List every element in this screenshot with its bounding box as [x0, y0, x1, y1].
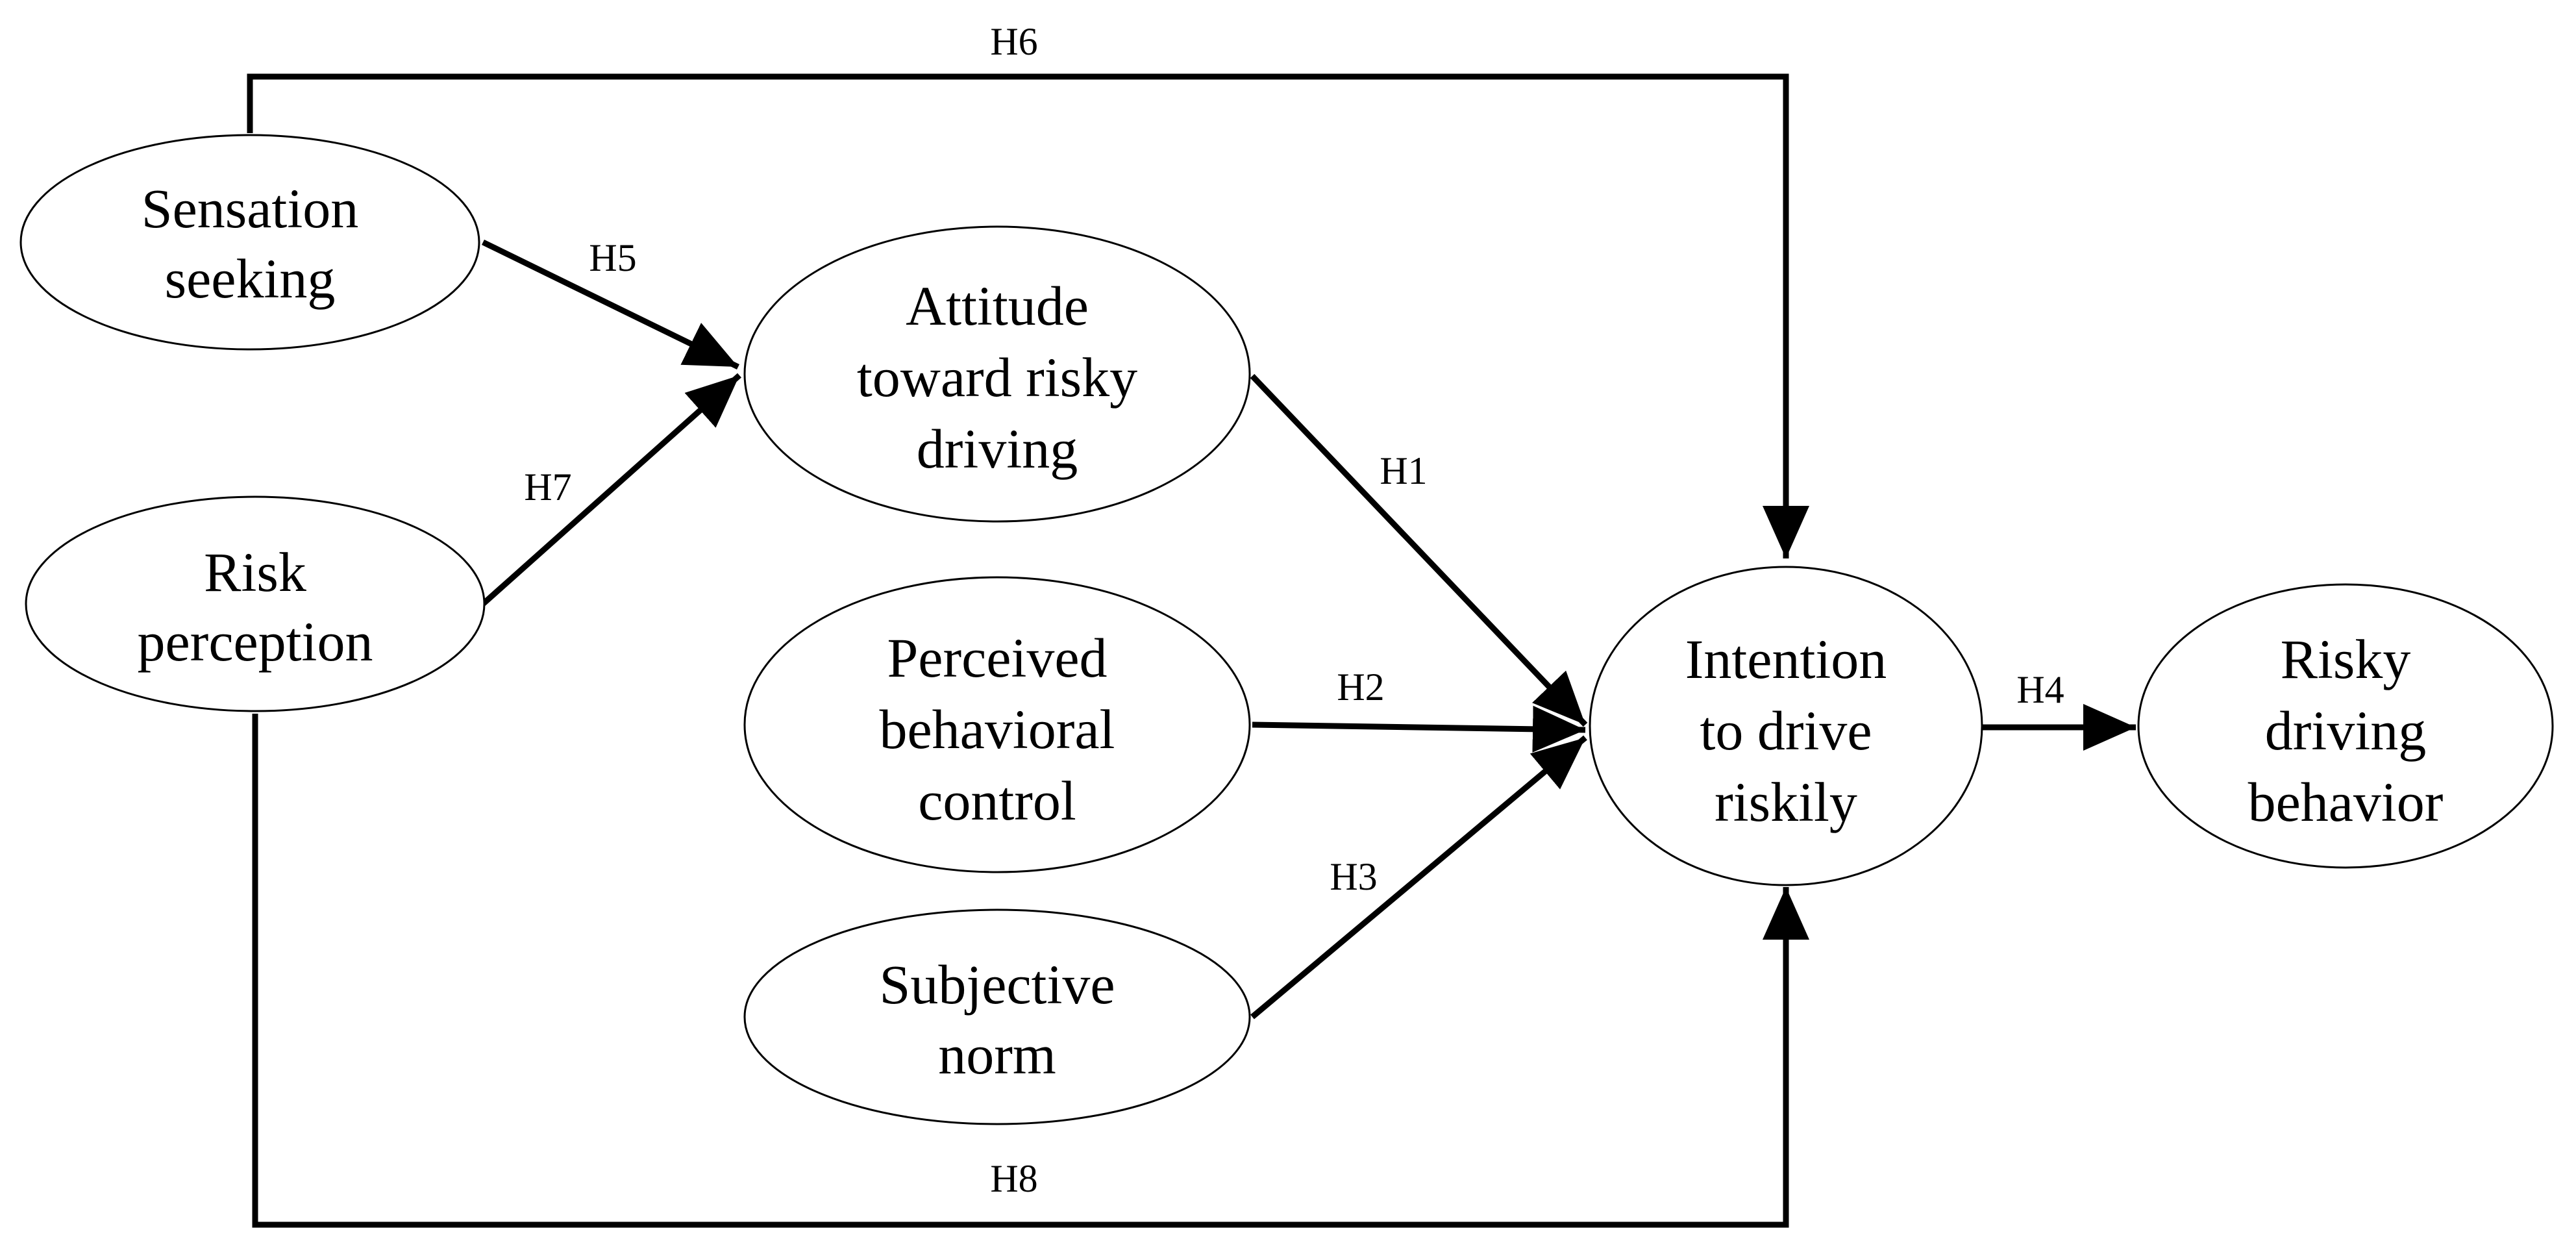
node-behavior-line-2: driving [2265, 699, 2426, 762]
node-intention-line-1: Intention [1685, 628, 1887, 690]
node-intention-line-3: riskily [1715, 771, 1857, 833]
node-pbc-line-3: control [918, 770, 1076, 832]
node-attitude-line-3: driving [917, 418, 1078, 480]
edge-label-h5: H5 [589, 236, 636, 279]
edge-label-h4: H4 [2016, 668, 2064, 711]
node-sensation-seeking-line-1: Sensation [142, 177, 358, 240]
node-subjective-norm-line-1: Subjective [879, 953, 1115, 1016]
node-intention: Intention to drive riskily [1589, 566, 1983, 886]
edge-h1-arrow [1250, 373, 1588, 727]
edge-h8-arrow [252, 714, 1809, 1228]
edge-h3-arrow [1250, 735, 1587, 1020]
node-sensation-seeking-line-2: seeking [165, 247, 336, 310]
node-behavior-line-3: behavior [2248, 771, 2444, 833]
node-pbc-line-1: Perceived [887, 627, 1107, 689]
edge-h5-arrow [482, 239, 739, 370]
node-behavior-line-1: Risky [2281, 628, 2411, 690]
edge-label-h8: H8 [990, 1157, 1037, 1200]
edge-label-h7: H7 [524, 466, 571, 508]
edge-label-h3: H3 [1330, 855, 1377, 898]
edge-label-h2: H2 [1337, 666, 1384, 708]
edge-h7-arrow [481, 373, 741, 607]
node-attitude-line-2: toward risky [857, 346, 1137, 408]
node-attitude-line-1: Attitude [906, 275, 1089, 337]
edge-h6-arrow [247, 73, 1809, 558]
edge-h2-arrow [1252, 705, 1586, 753]
node-perceived-behavioral-control: Perceived behavioral control [743, 576, 1251, 873]
node-risky-driving-behavior: Risky driving behavior [2137, 583, 2554, 869]
node-risk-perception-line-1: Risk [204, 541, 306, 603]
node-pbc-line-2: behavioral [880, 698, 1115, 760]
node-attitude: Attitude toward risky driving [743, 225, 1251, 523]
node-intention-line-2: to drive [1700, 699, 1872, 762]
node-subjective-norm-line-2: norm [938, 1023, 1056, 1086]
edge-label-h6: H6 [990, 20, 1037, 63]
node-sensation-seeking: Sensation seeking [19, 134, 480, 351]
node-risk-perception-line-2: perception [138, 610, 373, 673]
node-risk-perception: Risk perception [25, 495, 486, 712]
node-subjective-norm: Subjective norm [743, 908, 1251, 1125]
edge-label-h1: H1 [1380, 449, 1427, 492]
